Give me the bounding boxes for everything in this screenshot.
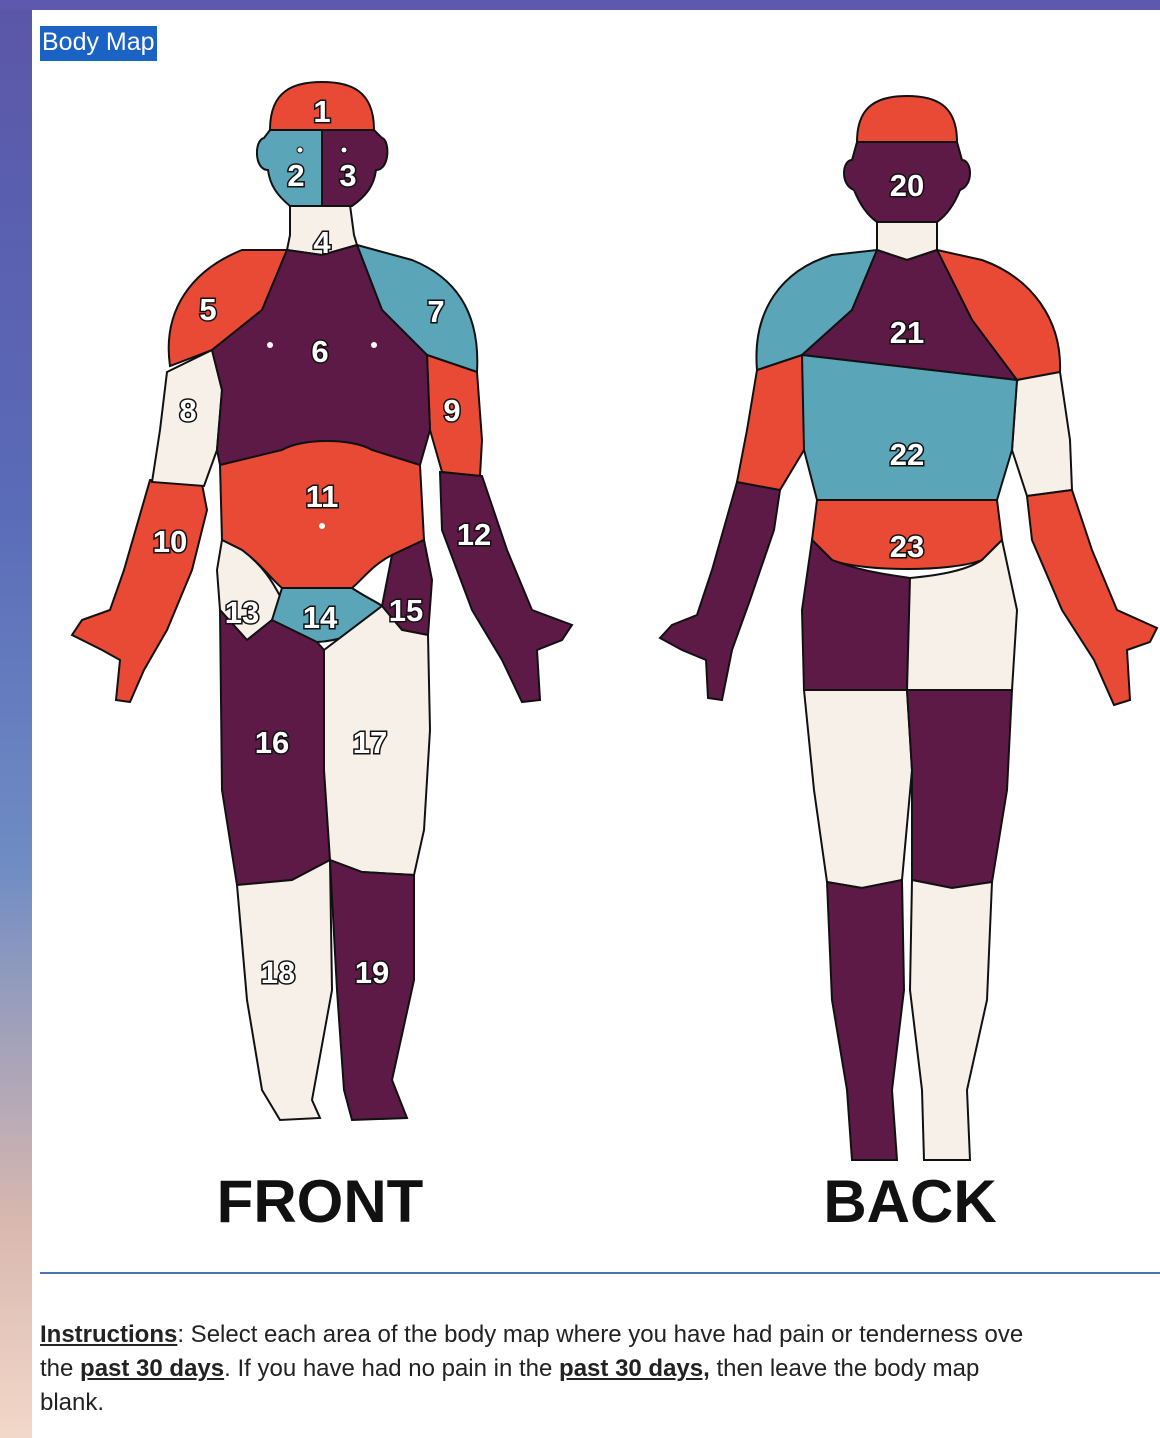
region-12[interactable] [440, 472, 572, 702]
window-top-strip [0, 0, 1160, 10]
region-label-1: 1 [313, 94, 330, 129]
instructions-text: Instructions: Select each area of the bo… [40, 1318, 1160, 1420]
instructions-text-1: : Select each area of the body map where… [177, 1321, 1023, 1348]
instructions-text-4: then leave the body map [710, 1355, 980, 1382]
region-label-21: 21 [890, 315, 924, 350]
back-right-forearm[interactable] [1027, 490, 1157, 705]
back-left-upper-arm[interactable] [737, 355, 810, 490]
instructions-line-1: Instructions: Select each area of the bo… [40, 1318, 1160, 1352]
region-label-10: 10 [153, 524, 187, 559]
back-left-thigh[interactable] [804, 690, 912, 888]
section-divider [40, 1272, 1160, 1274]
region-label-13: 13 [225, 595, 259, 630]
region-label-12: 12 [457, 517, 491, 552]
region-label-7: 7 [427, 294, 444, 329]
emphasis-past-30-days: past 30 days [80, 1355, 224, 1382]
region-label-22: 22 [890, 437, 924, 472]
instructions-text-5: blank. [40, 1389, 104, 1416]
back-right-upper-arm[interactable] [1012, 372, 1072, 496]
region-label-14: 14 [303, 600, 338, 635]
region-label-15: 15 [389, 593, 423, 628]
back-right-calf[interactable] [910, 880, 992, 1160]
region-label-8: 8 [179, 393, 196, 428]
instructions-text-2: the [40, 1355, 80, 1382]
back-right-thigh[interactable] [907, 690, 1012, 888]
region-22[interactable] [802, 355, 1017, 500]
back-left-forearm[interactable] [660, 482, 780, 700]
region-label-9: 9 [443, 393, 460, 428]
region-label-2: 2 [287, 158, 304, 193]
region-18[interactable] [237, 860, 332, 1120]
region-19[interactable] [330, 860, 414, 1120]
instructions-line-2: the past 30 days. If you have had no pai… [40, 1352, 1160, 1386]
instructions-line-3: blank. [40, 1386, 1160, 1420]
region-label-17: 17 [353, 725, 387, 760]
region-label-18: 18 [261, 955, 295, 990]
emphasis-past-30-days-2: past 30 days, [559, 1355, 710, 1382]
region-label-3: 3 [339, 158, 356, 193]
marker-dot [267, 342, 273, 348]
front-label: FRONT [217, 1168, 424, 1235]
marker-dot [297, 147, 303, 153]
back-body: 20 21 22 23 [660, 96, 1157, 1160]
instructions-text-3: . If you have had no pain in the [224, 1355, 559, 1382]
marker-dot [371, 342, 377, 348]
back-head-top[interactable] [857, 96, 957, 142]
back-left-calf[interactable] [827, 880, 904, 1160]
marker-dot [319, 523, 325, 529]
back-label: BACK [823, 1168, 996, 1235]
region-label-11: 11 [306, 479, 339, 514]
marker-dot [341, 147, 347, 153]
body-map-figure: 1 2 3 4 5 6 7 8 9 10 11 12 13 14 15 16 1… [32, 10, 1160, 1260]
region-label-5: 5 [199, 292, 216, 327]
instructions-lead: Instructions [40, 1321, 177, 1348]
region-label-4: 4 [313, 225, 331, 260]
region-label-16: 16 [255, 725, 289, 760]
region-label-20: 20 [890, 168, 924, 203]
region-label-6: 6 [311, 334, 328, 369]
document-page: Body Map [32, 10, 1160, 1438]
front-body: 1 2 3 4 5 6 7 8 9 10 11 12 13 14 15 16 1… [72, 82, 572, 1120]
region-label-23: 23 [890, 529, 924, 564]
region-label-19: 19 [355, 955, 389, 990]
region-10[interactable] [72, 480, 207, 702]
